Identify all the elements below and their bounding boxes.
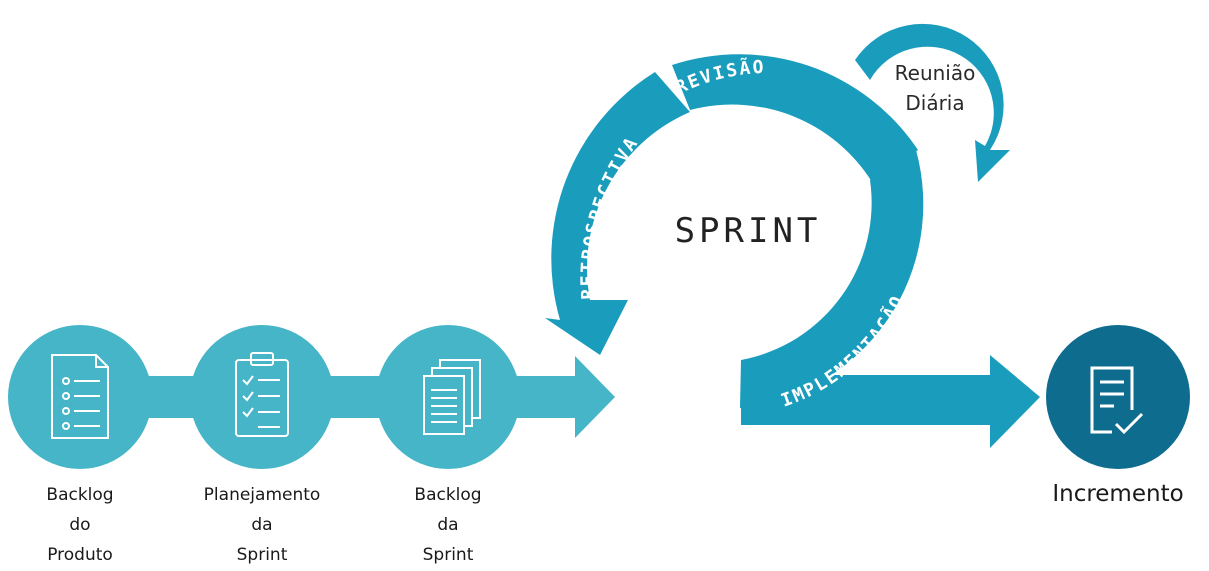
increment-label: Incremento (1052, 481, 1184, 507)
stage-increment (1046, 325, 1190, 469)
sprint-backlog-label: Backlog da Sprint (414, 485, 482, 565)
product-backlog-list-icon (51, 354, 109, 439)
stage-sprint-planning (190, 325, 334, 469)
stage-sprint-backlog (376, 325, 520, 469)
implementation-arc (740, 150, 924, 408)
daily-meeting-label-line1: Reunião (895, 61, 976, 85)
checked-document-icon (1090, 366, 1144, 435)
output-arrow (741, 355, 1040, 448)
review-arc (672, 54, 918, 182)
clipboard-checklist-icon (235, 352, 289, 437)
sprint-title: SPRINT (675, 211, 822, 251)
entry-arrow (525, 356, 615, 438)
sprint-cycle-ring (545, 54, 924, 408)
sprint-planning-label: Planejamento da Sprint (203, 485, 321, 565)
stacked-documents-icon (423, 359, 481, 435)
daily-meeting-label-line2: Diária (905, 91, 964, 115)
stage-product-backlog (8, 325, 152, 469)
product-backlog-label: Backlog do Produto (46, 485, 114, 565)
retrospective-arc (545, 72, 690, 355)
